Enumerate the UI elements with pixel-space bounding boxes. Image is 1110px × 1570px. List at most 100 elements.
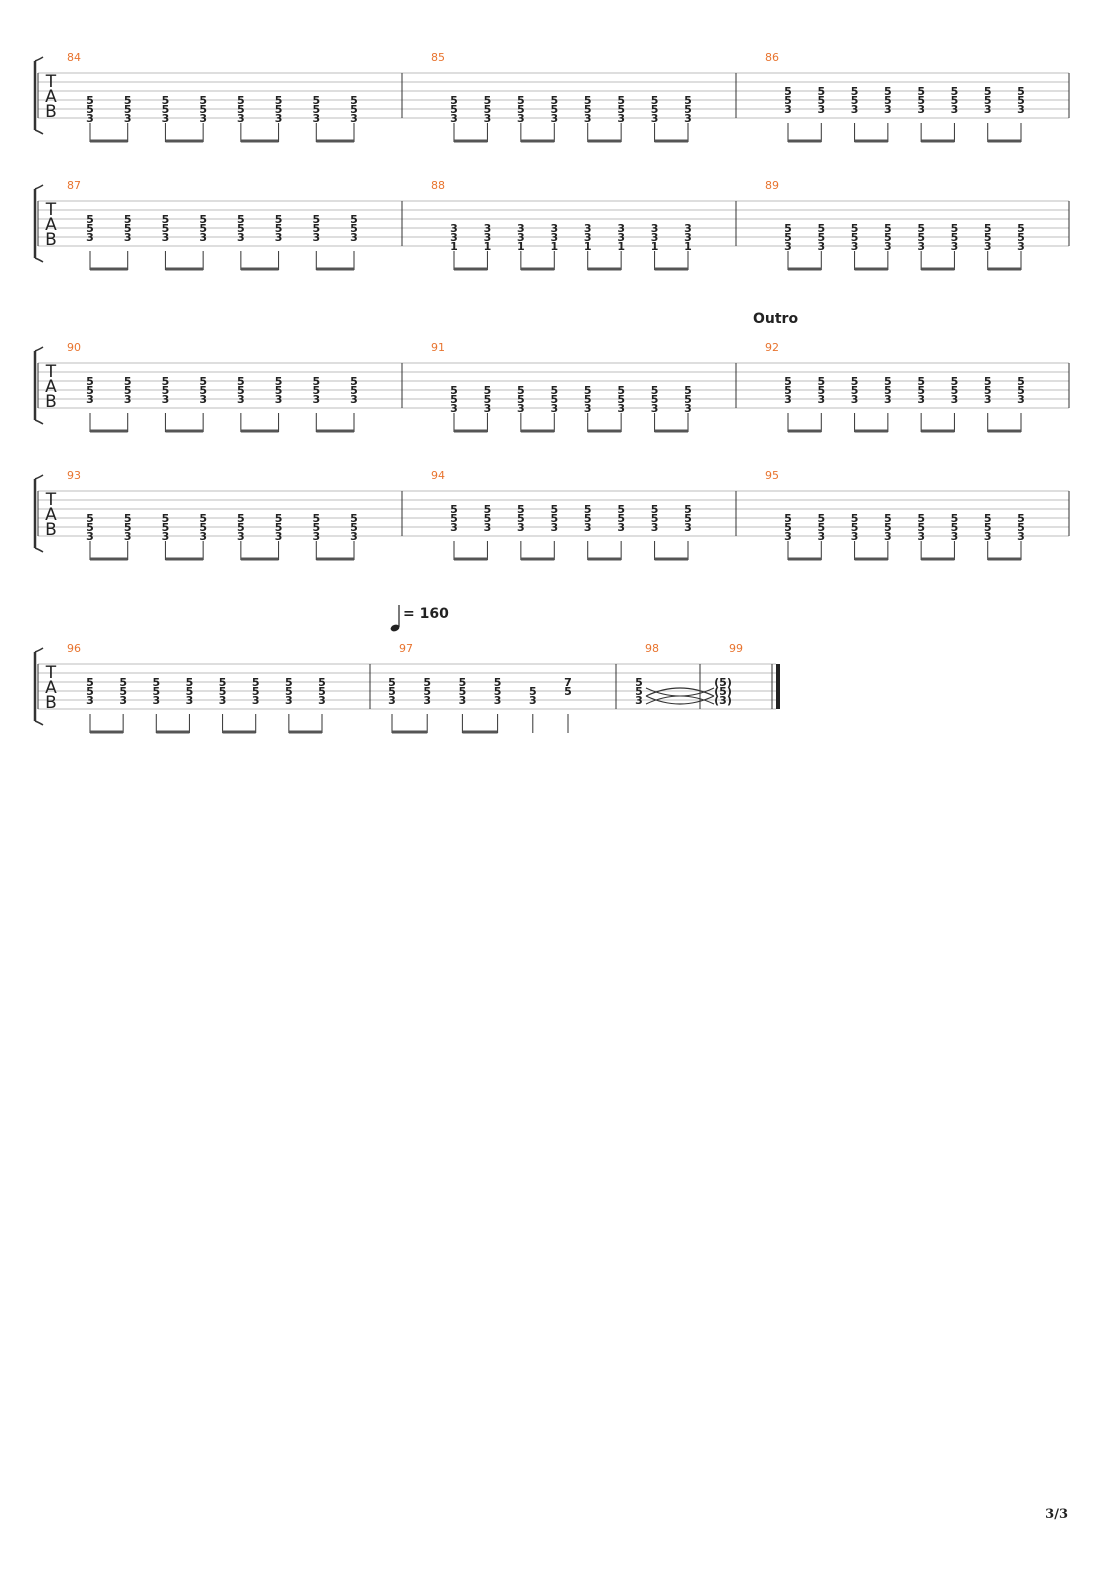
fret-number: (5) xyxy=(714,676,732,689)
fret-number: 3 xyxy=(350,112,358,125)
fret-number: 5 xyxy=(124,375,132,388)
system-bracket-bottom xyxy=(34,547,44,553)
fret-number: 5 xyxy=(124,94,132,107)
fret-number: 5 xyxy=(1017,384,1025,397)
fret-number: 5 xyxy=(784,512,792,525)
fret-number: 3 xyxy=(450,222,458,235)
fret-number: 5 xyxy=(152,685,160,698)
quarter-note-icon xyxy=(390,624,400,632)
fret-number: 3 xyxy=(684,402,692,415)
fret-number: 5 xyxy=(275,512,283,525)
fret-number: 5 xyxy=(494,685,502,698)
fret-number: 5 xyxy=(684,393,692,406)
system-bracket-top xyxy=(34,647,44,653)
fret-number: 3 xyxy=(252,694,260,707)
fret-number: 5 xyxy=(423,685,431,698)
fret-number: 3 xyxy=(550,231,558,244)
fret-number: 5 xyxy=(484,384,492,397)
fret-number: 5 xyxy=(550,384,558,397)
fret-number: 5 xyxy=(275,103,283,116)
fret-number: 5 xyxy=(617,503,625,516)
fret-number: 5 xyxy=(350,103,358,116)
fret-number: 3 xyxy=(684,222,692,235)
fret-number: 3 xyxy=(617,402,625,415)
fret-number: 5 xyxy=(350,94,358,107)
tab-clef-letter: A xyxy=(45,215,57,235)
fret-number: 5 xyxy=(86,676,94,689)
fret-number: 5 xyxy=(450,384,458,397)
system-bracket-bottom xyxy=(34,419,44,425)
fret-number: 5 xyxy=(275,521,283,534)
fret-number: 5 xyxy=(312,94,320,107)
fret-number: 3 xyxy=(450,521,458,534)
fret-number: 5 xyxy=(312,222,320,235)
fret-number: 5 xyxy=(550,503,558,516)
fret-number: 3 xyxy=(124,530,132,543)
fret-number: 5 xyxy=(388,676,396,689)
fret-number: 5 xyxy=(884,512,892,525)
fret-number: 5 xyxy=(984,512,992,525)
fret-number: 5 xyxy=(984,375,992,388)
measure-number: 92 xyxy=(765,341,779,354)
fret-number: 3 xyxy=(617,222,625,235)
measure-number: 88 xyxy=(431,179,445,192)
tab-clef-letter: T xyxy=(45,663,57,683)
fret-number: 5 xyxy=(162,103,170,116)
fret-number: 5 xyxy=(617,384,625,397)
fret-number: 3 xyxy=(584,222,592,235)
fret-number: 5 xyxy=(86,384,94,397)
fret-number: 5 xyxy=(162,384,170,397)
fret-number: 3 xyxy=(1017,530,1025,543)
fret-number: 3 xyxy=(237,393,245,406)
fret-number: 5 xyxy=(459,676,467,689)
fret-number: 5 xyxy=(459,685,467,698)
fret-number: 5 xyxy=(237,213,245,226)
fret-number: 5 xyxy=(951,384,959,397)
fret-number: 1 xyxy=(550,240,558,253)
fret-number: 5 xyxy=(350,213,358,226)
fret-number: 3 xyxy=(550,402,558,415)
fret-number: 3 xyxy=(851,393,859,406)
fret-number: 3 xyxy=(423,694,431,707)
fret-number: 3 xyxy=(86,231,94,244)
fret-number: 5 xyxy=(318,676,326,689)
fret-number: 5 xyxy=(584,512,592,525)
fret-number: 3 xyxy=(86,694,94,707)
fret-number: 5 xyxy=(124,521,132,534)
fret-number: 5 xyxy=(162,375,170,388)
fret-number: 5 xyxy=(275,94,283,107)
fret-number: 5 xyxy=(312,512,320,525)
fret-number: 3 xyxy=(162,231,170,244)
fret-number: 5 xyxy=(851,521,859,534)
fret-number: (3) xyxy=(714,694,732,707)
fret-number: (5) xyxy=(714,685,732,698)
fret-number: 5 xyxy=(517,384,525,397)
fret-number: 5 xyxy=(484,103,492,116)
fret-number: 5 xyxy=(350,222,358,235)
tab-clef-letter: T xyxy=(45,200,57,220)
fret-number: 5 xyxy=(564,685,572,698)
fret-number: 5 xyxy=(684,384,692,397)
fret-number: 3 xyxy=(1017,103,1025,116)
fret-number: 3 xyxy=(817,530,825,543)
fret-number: 5 xyxy=(851,94,859,107)
fret-number: 5 xyxy=(1017,375,1025,388)
tab-clef-letter: B xyxy=(45,102,57,122)
fret-number: 5 xyxy=(199,94,207,107)
measure-number: 85 xyxy=(431,51,445,64)
fret-number: 3 xyxy=(1017,393,1025,406)
fret-number: 3 xyxy=(124,112,132,125)
fret-number: 5 xyxy=(275,384,283,397)
fret-number: 3 xyxy=(275,530,283,543)
fret-number: 3 xyxy=(199,112,207,125)
fret-number: 3 xyxy=(651,402,659,415)
fret-number: 5 xyxy=(951,85,959,98)
fret-number: 3 xyxy=(199,393,207,406)
system-bracket-top xyxy=(34,346,44,352)
fret-number: 5 xyxy=(517,94,525,107)
fret-number: 5 xyxy=(86,521,94,534)
fret-number: 5 xyxy=(784,85,792,98)
fret-number: 5 xyxy=(917,512,925,525)
fret-number: 3 xyxy=(124,393,132,406)
